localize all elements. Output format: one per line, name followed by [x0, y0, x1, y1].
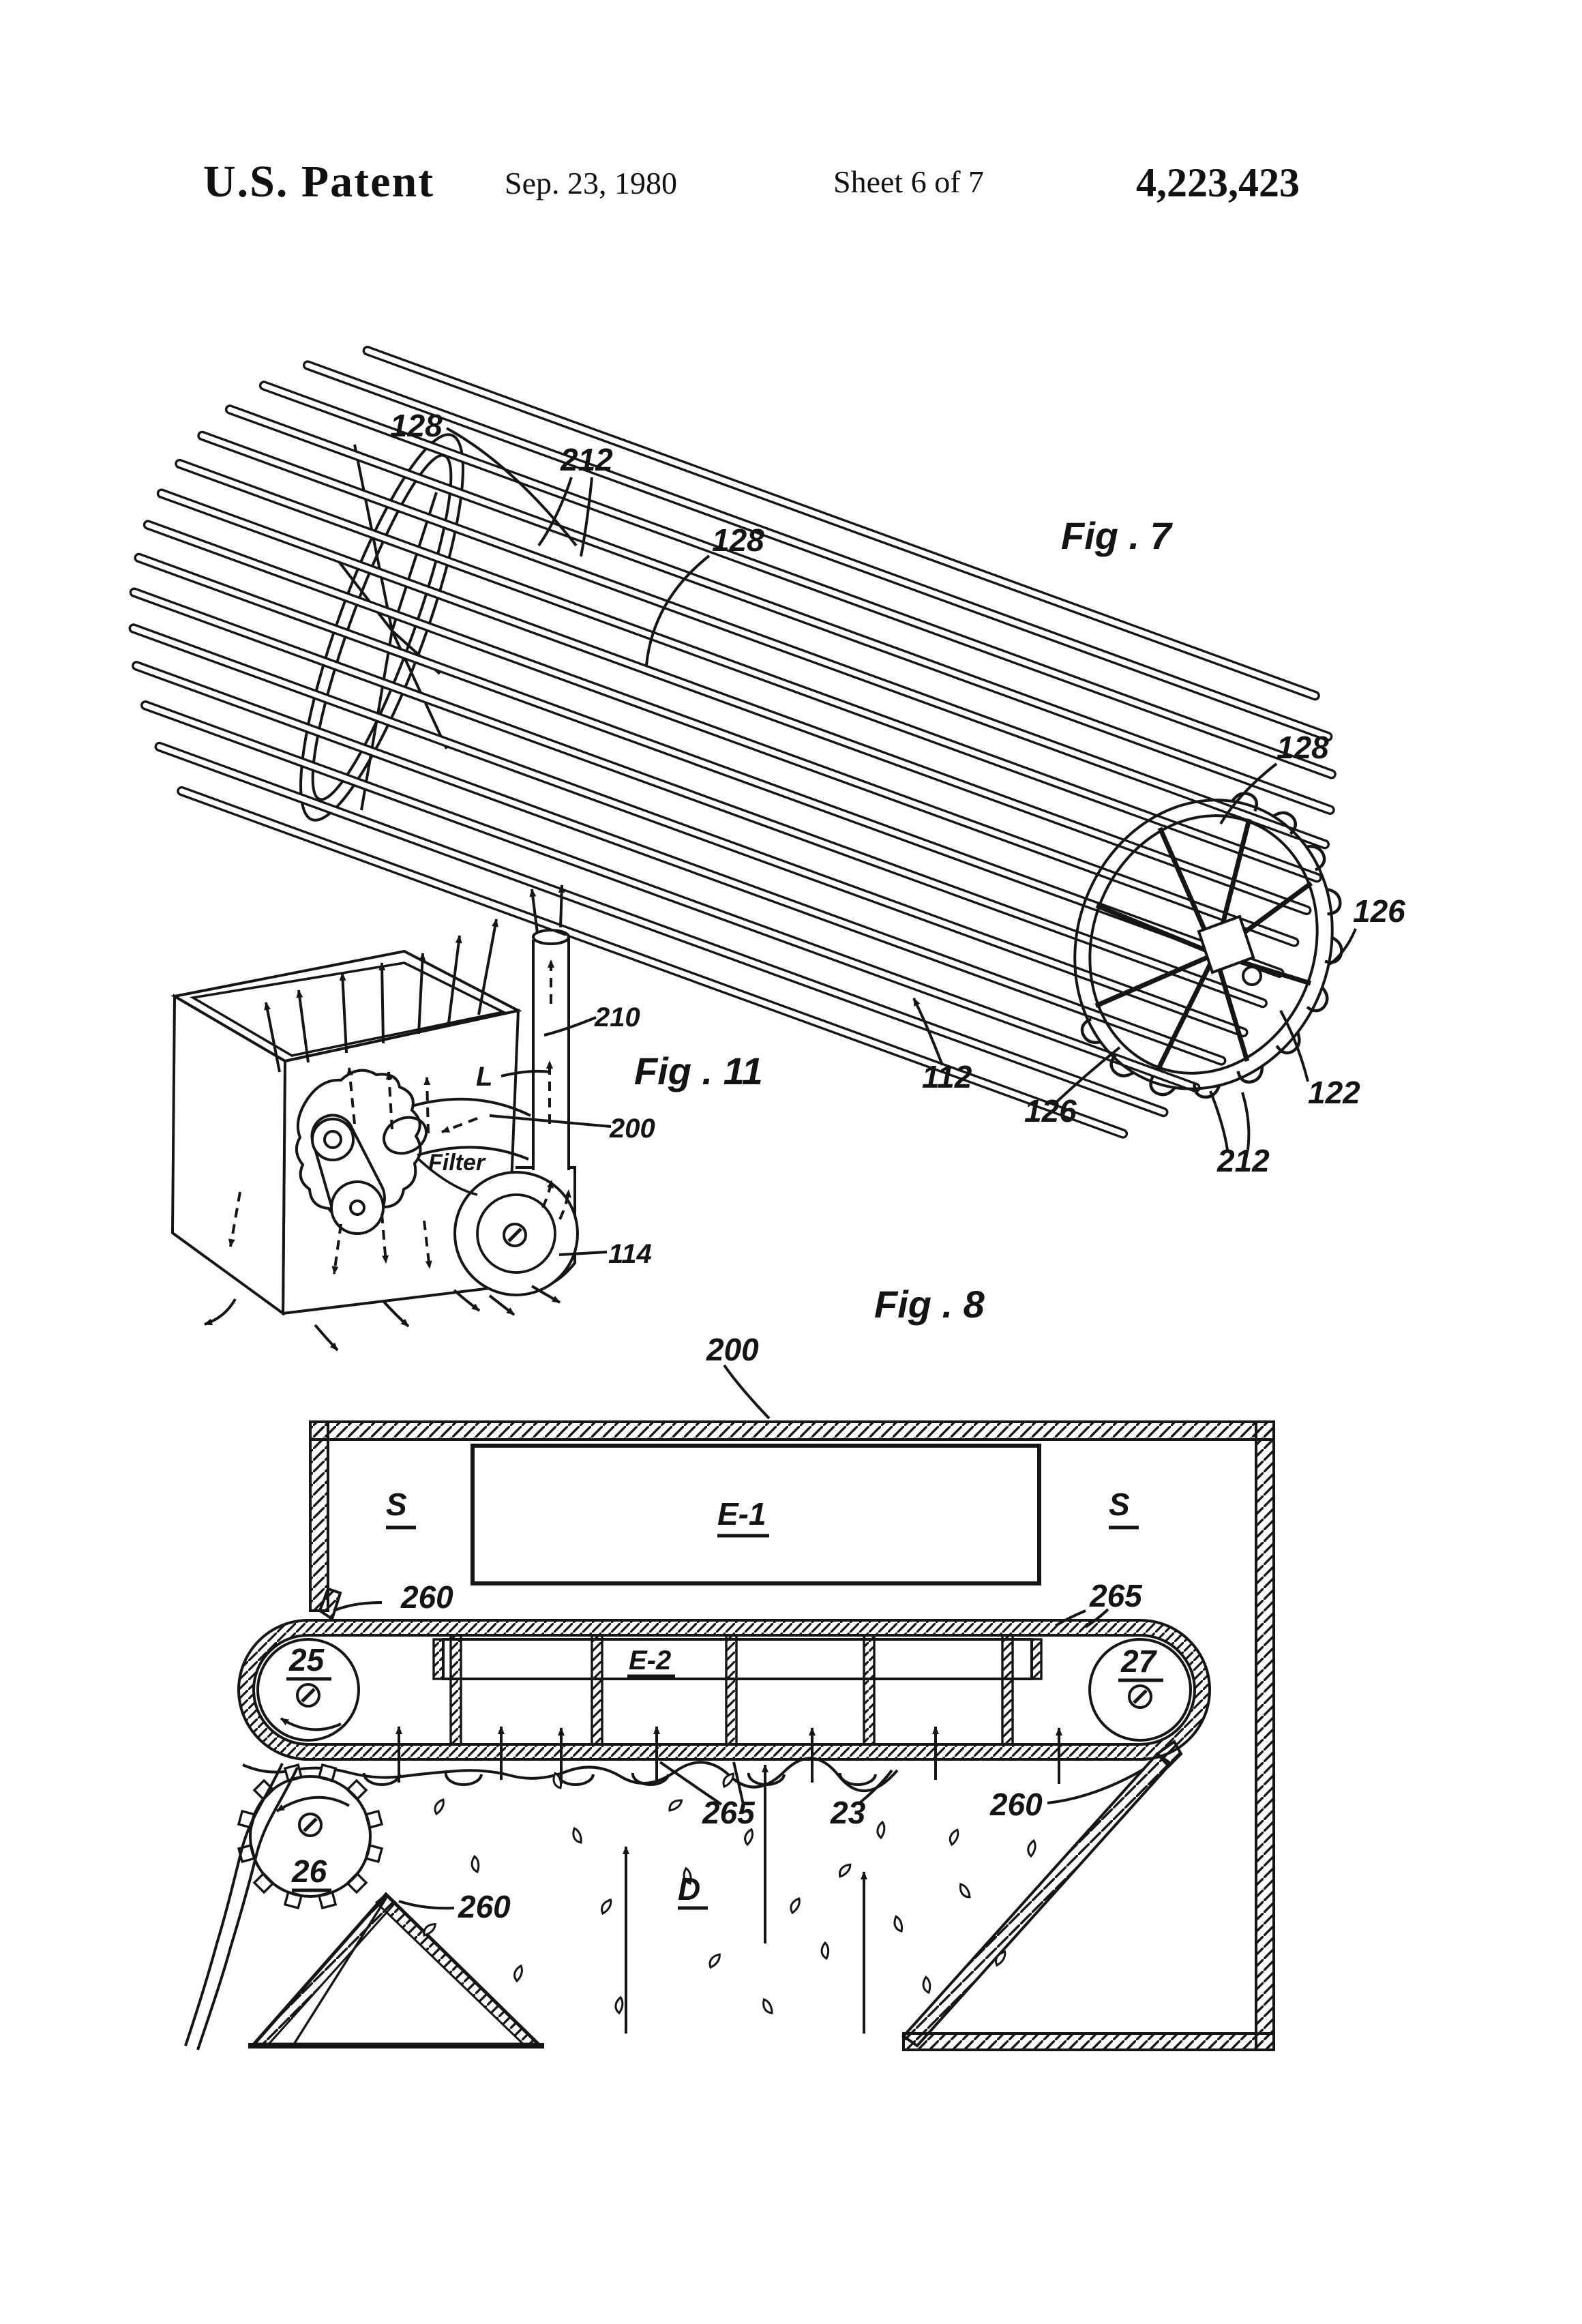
fig11-air-arrows — [204, 884, 571, 1352]
fig8-cloth-web — [242, 1757, 899, 1793]
header-date: Sep. 23, 1980 — [505, 166, 677, 200]
fig8-label-s-right: S — [1109, 1487, 1130, 1522]
fig8-bottom-wall — [902, 2032, 1275, 2051]
fig8-conveyor-belt — [237, 1619, 1211, 1761]
header-patent-number: 4,223,423 — [1136, 160, 1300, 205]
fig8-label-260-ramp: 260 — [989, 1787, 1043, 1822]
fig7-label-126-right: 126 — [1353, 893, 1405, 929]
fig7-label-128-right: 128 — [1277, 730, 1329, 765]
fig8-label-260-apron: 260 — [458, 1889, 511, 1924]
fig8-leader-lines — [333, 1364, 1146, 1910]
fig8-housing: Fig . 8 200 S S E-1 260 265 25 27 E-2 26… — [184, 1283, 1275, 2051]
fig8-belt-dividers — [449, 1634, 1014, 1746]
fig8-top-wall — [309, 1420, 1275, 1441]
fig7-label-122: 122 — [1308, 1075, 1360, 1110]
fig8-label-s-left: S — [386, 1487, 407, 1522]
fig8-roller-25 — [256, 1638, 360, 1742]
fig8-label-27: 27 — [1120, 1643, 1158, 1679]
fig8-caption: Fig . 8 — [874, 1283, 985, 1326]
fig11-label-L: L — [476, 1062, 492, 1092]
fig11-filter-duct — [383, 1097, 531, 1196]
fig8-left-wall — [309, 1420, 329, 1612]
fig8-left-baffle — [248, 1892, 544, 2049]
fig8-label-25: 25 — [288, 1642, 325, 1678]
fig11-blower — [453, 1166, 579, 1296]
fig8-label-e1: E-1 — [717, 1496, 766, 1532]
fig7-caption: Fig . 7 — [1061, 514, 1174, 557]
fig7-leader-lines — [446, 427, 1357, 1150]
fig8-label-23: 23 — [830, 1795, 866, 1830]
fig11-label-200: 200 — [609, 1114, 655, 1144]
fig11-leader-lines — [489, 1016, 612, 1256]
fig8-belt-air-arrows — [395, 1726, 1062, 2034]
sheet-header: U.S. Patent Sep. 23, 1980 Sheet 6 of 7 4… — [203, 157, 1300, 207]
fig8-sprocket-26 — [237, 1763, 383, 1909]
fig7-label-212-bottom: 212 — [1217, 1143, 1270, 1178]
fig11-label-210: 210 — [594, 1002, 640, 1032]
fig8-label-200: 200 — [706, 1332, 759, 1367]
fig8-e1-box — [471, 1444, 1041, 1585]
fig7-drum: 128 212 128 Fig . 7 128 126 112 126 122 … — [128, 346, 1405, 1178]
header-sheet: Sheet 6 of 7 — [833, 164, 984, 199]
fig8-label-D: D — [678, 1871, 700, 1907]
fig7-right-spider-wheel — [1073, 799, 1334, 1090]
fig7-label-212-top: 212 — [560, 442, 613, 477]
fig11-caption: Fig . 11 — [634, 1049, 763, 1092]
fig11-exhaust-pipe — [532, 929, 570, 1173]
fig7-label-126-bottom: 126 — [1024, 1093, 1077, 1129]
fig8-label-e2: E-2 — [629, 1645, 671, 1675]
fig7-label-112: 112 — [922, 1059, 972, 1094]
fig11-label-114: 114 — [608, 1239, 652, 1269]
fig8-label-26: 26 — [291, 1853, 327, 1889]
header-title: U.S. Patent — [203, 157, 434, 207]
fig8-right-wall — [1255, 1420, 1275, 2051]
fig8-rope — [184, 1763, 299, 2051]
fig11-cabinet: 210 L Fig . 11 200 Filter 114 — [170, 884, 763, 1352]
fig8-label-underlines — [286, 1525, 1163, 1910]
fig11-label-filter: Filter — [428, 1150, 486, 1176]
fig7-label-128-mid: 128 — [712, 522, 764, 558]
fig8-label-260-topleft: 260 — [400, 1579, 453, 1615]
fig8-walls — [309, 1420, 1275, 2051]
fig8-label-265-topright: 265 — [1089, 1578, 1143, 1613]
fig7-left-spider — [299, 433, 464, 822]
fig7-label-128-top: 128 — [390, 408, 443, 443]
fig8-label-265-bottom: 265 — [702, 1795, 756, 1830]
fig7-tines — [128, 346, 1337, 1139]
fig8-roller-27 — [1088, 1638, 1192, 1742]
